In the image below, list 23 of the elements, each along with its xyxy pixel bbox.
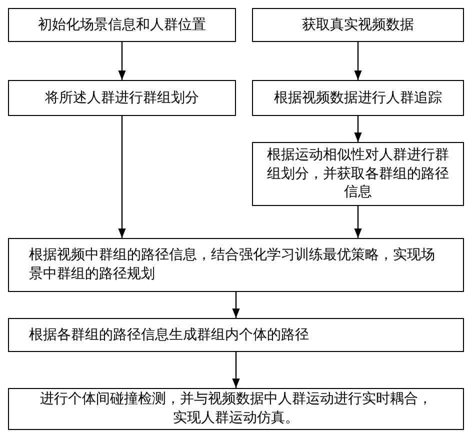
step-text: 将所述人群进行群组划分	[45, 88, 199, 108]
process-box	[8, 318, 464, 352]
process-box	[8, 8, 236, 42]
step-text: 根据各群组的路径信息生成群组内个体的路径	[29, 326, 309, 344]
process-box	[8, 238, 464, 292]
process-box	[252, 142, 464, 206]
arrow	[118, 116, 126, 238]
step-text: 根据运动相似性对人群进行群组划分，并获取各群组的路径信息	[266, 146, 450, 202]
arrow	[354, 206, 362, 238]
process-box	[8, 80, 236, 116]
step-text: 初始化场景信息和人群位置	[38, 16, 206, 34]
process-box	[252, 8, 464, 42]
arrow	[232, 292, 240, 318]
arrow	[232, 352, 240, 388]
step-text: 根据视频中群组的路径信息，结合强化学习训练最优策略，实现场景中群组的路径规划	[29, 246, 436, 284]
step-text: 根据视频数据进行人群追踪	[274, 88, 442, 108]
arrow	[354, 42, 362, 80]
process-box	[8, 388, 464, 430]
arrow	[118, 42, 126, 80]
step-text: 获取真实视频数据	[302, 16, 414, 34]
arrow	[354, 116, 362, 142]
step-text: 进行个体间碰撞检测，并与视频数据中人群运动进行实时耦合，实现人群运动仿真。	[39, 390, 433, 428]
process-box	[252, 80, 464, 116]
